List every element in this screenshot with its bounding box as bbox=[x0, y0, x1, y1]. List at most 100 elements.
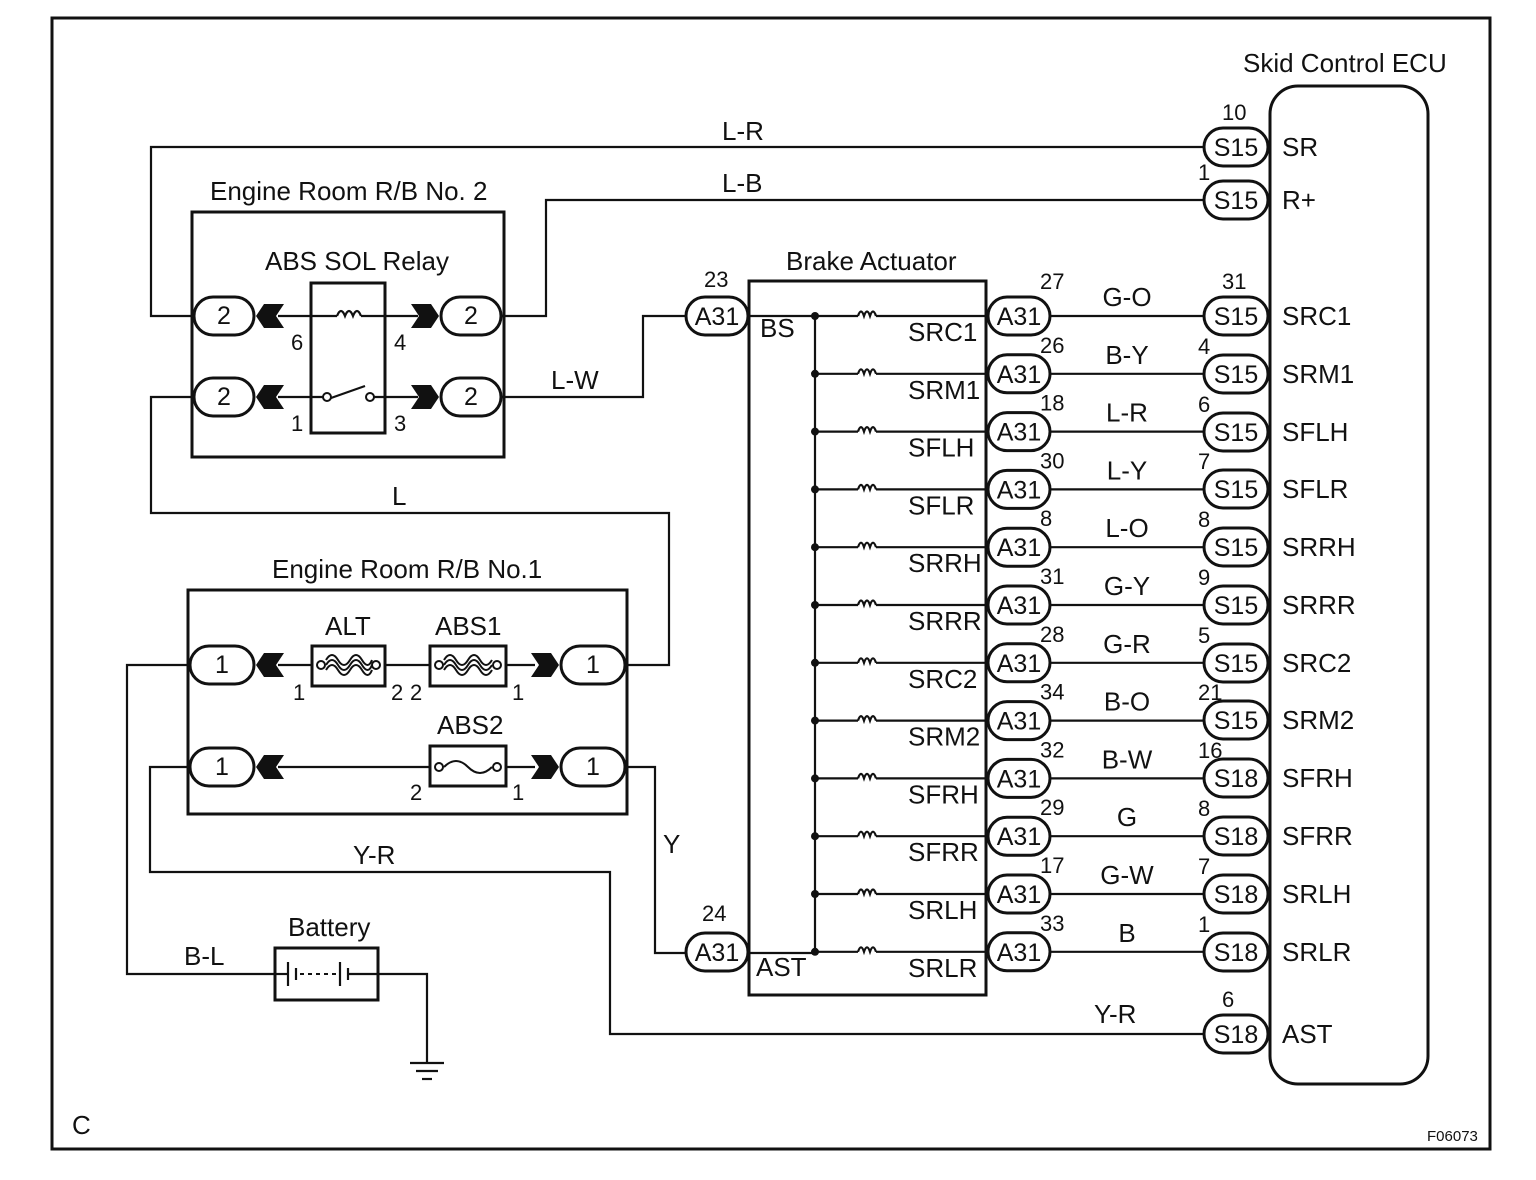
solenoid-name: SFRR bbox=[908, 837, 979, 867]
wire-ast-ecu bbox=[148, 765, 1204, 1036]
actuator-connector-label: A31 bbox=[997, 881, 1041, 909]
ecu-connector-label: S15 bbox=[1214, 476, 1258, 504]
ecu-pin-number: 21 bbox=[1198, 680, 1222, 705]
ecu-terminal-name: R+ bbox=[1282, 185, 1316, 215]
solenoid-coil-icon bbox=[856, 426, 878, 436]
fuse-terminal-icon bbox=[492, 660, 502, 670]
ecu-pin-number: 1 bbox=[1198, 912, 1210, 937]
abs-sol-relay-box bbox=[309, 281, 387, 435]
relay-contact-icon bbox=[365, 392, 375, 402]
wire-ast-ecu-label: Y-R bbox=[1094, 999, 1136, 1029]
actuator-pin-number: 29 bbox=[1040, 795, 1064, 820]
relay-pin-number: 4 bbox=[394, 330, 406, 355]
solenoid-name: SFRH bbox=[908, 779, 979, 809]
alt-pin-left: 1 bbox=[293, 680, 305, 705]
actuator-pin-number: 28 bbox=[1040, 622, 1064, 647]
abs2-pin-left: 2 bbox=[410, 780, 422, 805]
ecu-terminal-name: SRC2 bbox=[1282, 648, 1351, 678]
wire-rplus bbox=[501, 198, 1204, 318]
abs2-pin-right: 1 bbox=[512, 780, 524, 805]
ecu-pin-number: 7 bbox=[1198, 854, 1210, 879]
solenoid-coil-icon bbox=[856, 946, 878, 956]
ecu-connector-label: S18 bbox=[1214, 1021, 1258, 1049]
actuator-title: Brake Actuator bbox=[786, 246, 957, 276]
actuator-pin-number: 17 bbox=[1040, 853, 1064, 878]
ecu-connector-label: S15 bbox=[1214, 592, 1258, 620]
wire-battery-label: B-L bbox=[184, 941, 224, 971]
chevron-right-icon bbox=[531, 755, 559, 779]
rb2-title: Engine Room R/B No. 2 bbox=[210, 176, 487, 206]
solenoid-name: SFLH bbox=[908, 433, 974, 463]
wire-sr-label: L-R bbox=[722, 116, 764, 146]
actuator-pin-number: 8 bbox=[1040, 506, 1052, 531]
ecu-pin-number: 7 bbox=[1198, 449, 1210, 474]
solenoid-coil-icon bbox=[856, 715, 878, 725]
actuator-pin-number: 31 bbox=[1040, 564, 1064, 589]
actuator-connector-label: A31 bbox=[997, 592, 1041, 620]
brake-actuator-box bbox=[747, 279, 988, 997]
wire-sr bbox=[149, 145, 1204, 318]
solenoid-name: SRC1 bbox=[908, 317, 977, 347]
actuator-connector-label: A31 bbox=[997, 708, 1041, 736]
ast-pin-number: 24 bbox=[702, 901, 726, 926]
fusible-link-icon bbox=[443, 654, 493, 676]
ecu-terminal-name: SFRR bbox=[1282, 821, 1353, 851]
solenoid-wire-color: G-W bbox=[1100, 860, 1154, 890]
solenoid-wire-color: L-Y bbox=[1107, 455, 1147, 485]
actuator-ast-label: AST bbox=[756, 952, 807, 982]
ecu-terminal-name: SR bbox=[1282, 132, 1318, 162]
ast-connector-label: A31 bbox=[695, 939, 739, 967]
rb2-connector-label: 2 bbox=[217, 302, 231, 330]
chevron-right-icon bbox=[411, 304, 439, 328]
rb2-box bbox=[190, 210, 506, 459]
wire-bs-label: L-W bbox=[551, 365, 599, 395]
actuator-connector-label: A31 bbox=[997, 534, 1041, 562]
actuator-pin-number: 32 bbox=[1040, 737, 1064, 762]
ecu-connector-label: S18 bbox=[1214, 881, 1258, 909]
abs1-pin-left: 2 bbox=[410, 680, 422, 705]
solenoid-wire-color: L-O bbox=[1105, 513, 1148, 543]
solenoid-wire-color: B-Y bbox=[1105, 340, 1148, 370]
solenoid-name: SRLR bbox=[908, 953, 977, 983]
wire-rplus-label: L-B bbox=[722, 168, 762, 198]
actuator-connector-label: A31 bbox=[997, 650, 1041, 678]
chevron-left-icon bbox=[256, 385, 284, 409]
ecu-terminal-name: SRLR bbox=[1282, 937, 1351, 967]
chevron-left-icon bbox=[256, 755, 284, 779]
ecu-connector-label: S15 bbox=[1214, 650, 1258, 678]
ecu-title: Skid Control ECU bbox=[1243, 48, 1447, 78]
rb1-connector-label: 1 bbox=[586, 753, 600, 781]
wire-rb-link bbox=[149, 395, 671, 667]
ecu-connector-label: S18 bbox=[1214, 765, 1258, 793]
solenoid-coil-icon bbox=[856, 483, 878, 493]
ecu-connector-label: S15 bbox=[1214, 303, 1258, 331]
wire-ast-actuator bbox=[625, 765, 686, 955]
solenoid-coil-icon bbox=[856, 772, 878, 782]
solenoid-wire-color: G-O bbox=[1102, 282, 1151, 312]
actuator-connector-label: A31 bbox=[997, 419, 1041, 447]
ecu-terminal-name: SRLH bbox=[1282, 879, 1351, 909]
ecu-pin-number: 6 bbox=[1198, 392, 1210, 417]
fusible-link-icon bbox=[325, 654, 373, 676]
ecu-connector-label: S15 bbox=[1214, 707, 1258, 735]
relay-coil-icon bbox=[335, 309, 363, 319]
actuator-pin-number: 26 bbox=[1040, 333, 1064, 358]
solenoid-coil-icon bbox=[856, 657, 878, 667]
ecu-terminal-name: SRM2 bbox=[1282, 705, 1354, 735]
rb2-connector-label: 2 bbox=[464, 302, 478, 330]
ecu-connector-label: S15 bbox=[1214, 419, 1258, 447]
actuator-connector-label: A31 bbox=[997, 939, 1041, 967]
ecu-pin-number: 6 bbox=[1222, 987, 1234, 1012]
fuse-terminal-icon bbox=[434, 762, 444, 772]
relay-contact-icon bbox=[322, 392, 332, 402]
wire-bs bbox=[501, 314, 686, 399]
ecu-terminal-name: SRRR bbox=[1282, 590, 1356, 620]
ecu-pin-number: 8 bbox=[1198, 796, 1210, 821]
chevron-right-icon bbox=[531, 653, 559, 677]
fuse-icon bbox=[443, 760, 493, 774]
ecu-pin-number: 16 bbox=[1198, 738, 1222, 763]
abs1-pin-right: 1 bbox=[512, 680, 524, 705]
actuator-connector-label: A31 bbox=[997, 823, 1041, 851]
chevron-right-icon bbox=[411, 385, 439, 409]
chevron-left-icon bbox=[256, 653, 284, 677]
